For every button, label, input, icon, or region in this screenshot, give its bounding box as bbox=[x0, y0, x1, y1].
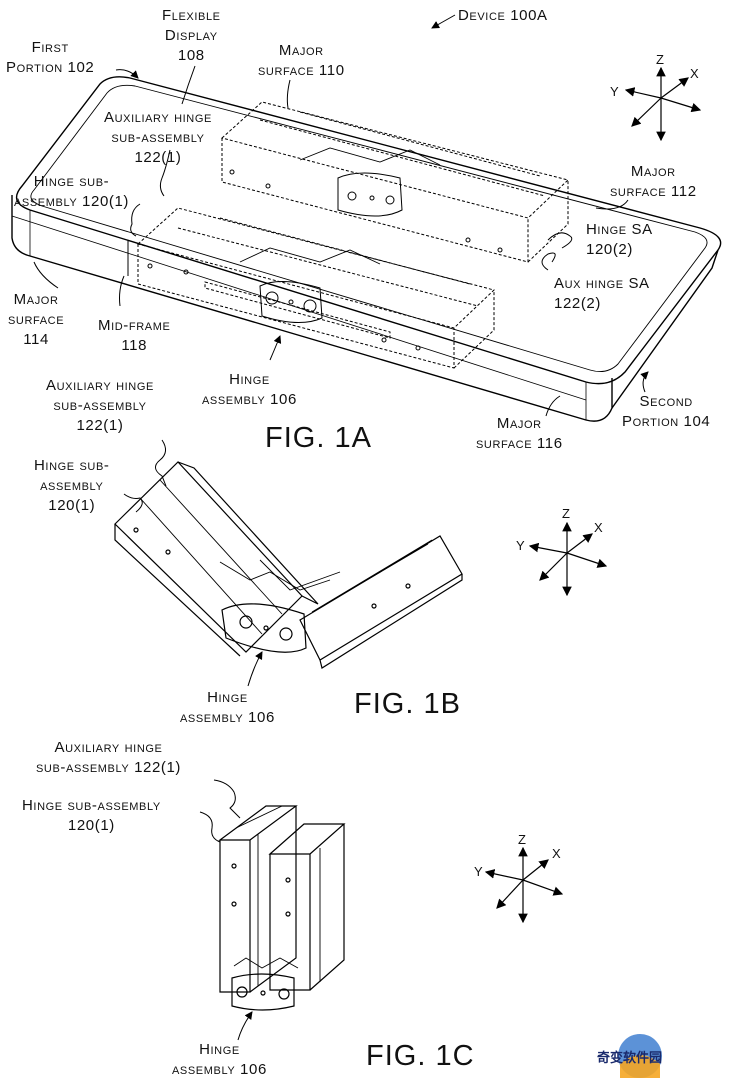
label-major-surface-114: Major surface 114 bbox=[8, 291, 65, 348]
leader-lines-1b bbox=[123, 439, 263, 687]
leader-lines-1a bbox=[33, 14, 649, 417]
label-mid-frame: Mid-frame 118 bbox=[98, 317, 171, 354]
axis-label-z-1c: Z bbox=[518, 832, 526, 847]
axis-triad-1a bbox=[624, 66, 702, 142]
watermark-text: 奇变软件园 bbox=[597, 1050, 663, 1065]
hinge-subassembly-1a bbox=[136, 101, 570, 369]
device-side-face-right bbox=[611, 249, 719, 409]
label-aux-hinge-sa-2: Aux hinge SA 122(2) bbox=[554, 275, 650, 312]
figure-caption-1b: FIG. 1B bbox=[354, 688, 461, 720]
label-second-portion: Second Portion 104 bbox=[622, 393, 711, 430]
axis-label-x-1b: X bbox=[594, 520, 603, 535]
label-hinge-assembly-1b: Hinge assembly 106 bbox=[180, 689, 275, 726]
axis-label-x-1c: X bbox=[552, 846, 561, 861]
axis-label-y-1b: Y bbox=[516, 538, 525, 553]
label-device-100a: Device 100A bbox=[458, 7, 548, 24]
label-major-surface-116: Major surface 116 bbox=[476, 415, 563, 452]
label-hinge-sa-2: Hinge SA 120(2) bbox=[586, 221, 653, 258]
figure-caption-1c: FIG. 1C bbox=[366, 1040, 475, 1072]
label-aux-hinge-1a: Auxiliary hinge sub-assembly 122(1) bbox=[104, 109, 212, 166]
label-hinge-sub-1c: Hinge sub-assembly 120(1) bbox=[22, 797, 161, 834]
label-hinge-assembly-1a: Hinge assembly 106 bbox=[202, 371, 297, 408]
device-100a bbox=[11, 76, 722, 422]
hinge-assembly-1b bbox=[114, 461, 463, 669]
label-aux-hinge-1c: Auxiliary hinge sub-assembly 122(1) bbox=[36, 739, 182, 776]
axis-label-y-1c: Y bbox=[474, 864, 483, 879]
label-hinge-sub-1b: Hinge sub- assembly 120(1) bbox=[34, 457, 110, 514]
figure-caption-1a: FIG. 1A bbox=[265, 422, 372, 454]
hinge-assembly-1c bbox=[218, 805, 346, 1011]
label-major-surface-112: Major surface 112 bbox=[610, 163, 697, 200]
device-side-face-left bbox=[11, 195, 613, 422]
flexible-display-edge bbox=[30, 84, 708, 372]
hinge-linkage-1a bbox=[147, 147, 503, 351]
axis-label-x-1a: X bbox=[690, 66, 699, 81]
axis-label-y-1a: Y bbox=[610, 84, 619, 99]
axis-label-z-1b: Z bbox=[562, 506, 570, 521]
axis-triad-1b bbox=[528, 521, 608, 597]
label-hinge-sub-1a: Hinge sub- assembly 120(1) bbox=[14, 173, 130, 210]
watermark-logo bbox=[618, 1034, 662, 1078]
label-aux-hinge-1b: Auxiliary hinge sub-assembly 122(1) bbox=[46, 377, 154, 434]
label-hinge-assembly-1c: Hinge assembly 106 bbox=[172, 1041, 267, 1078]
axis-triad-1c bbox=[484, 846, 564, 924]
leader-lines-1c bbox=[199, 779, 253, 1041]
label-first-portion: First Portion 102 bbox=[6, 39, 95, 76]
label-major-surface-110: Major surface 110 bbox=[258, 42, 345, 79]
axis-label-z-1a: Z bbox=[656, 52, 664, 67]
label-flexible-display: Flexible Display 108 bbox=[162, 7, 221, 64]
